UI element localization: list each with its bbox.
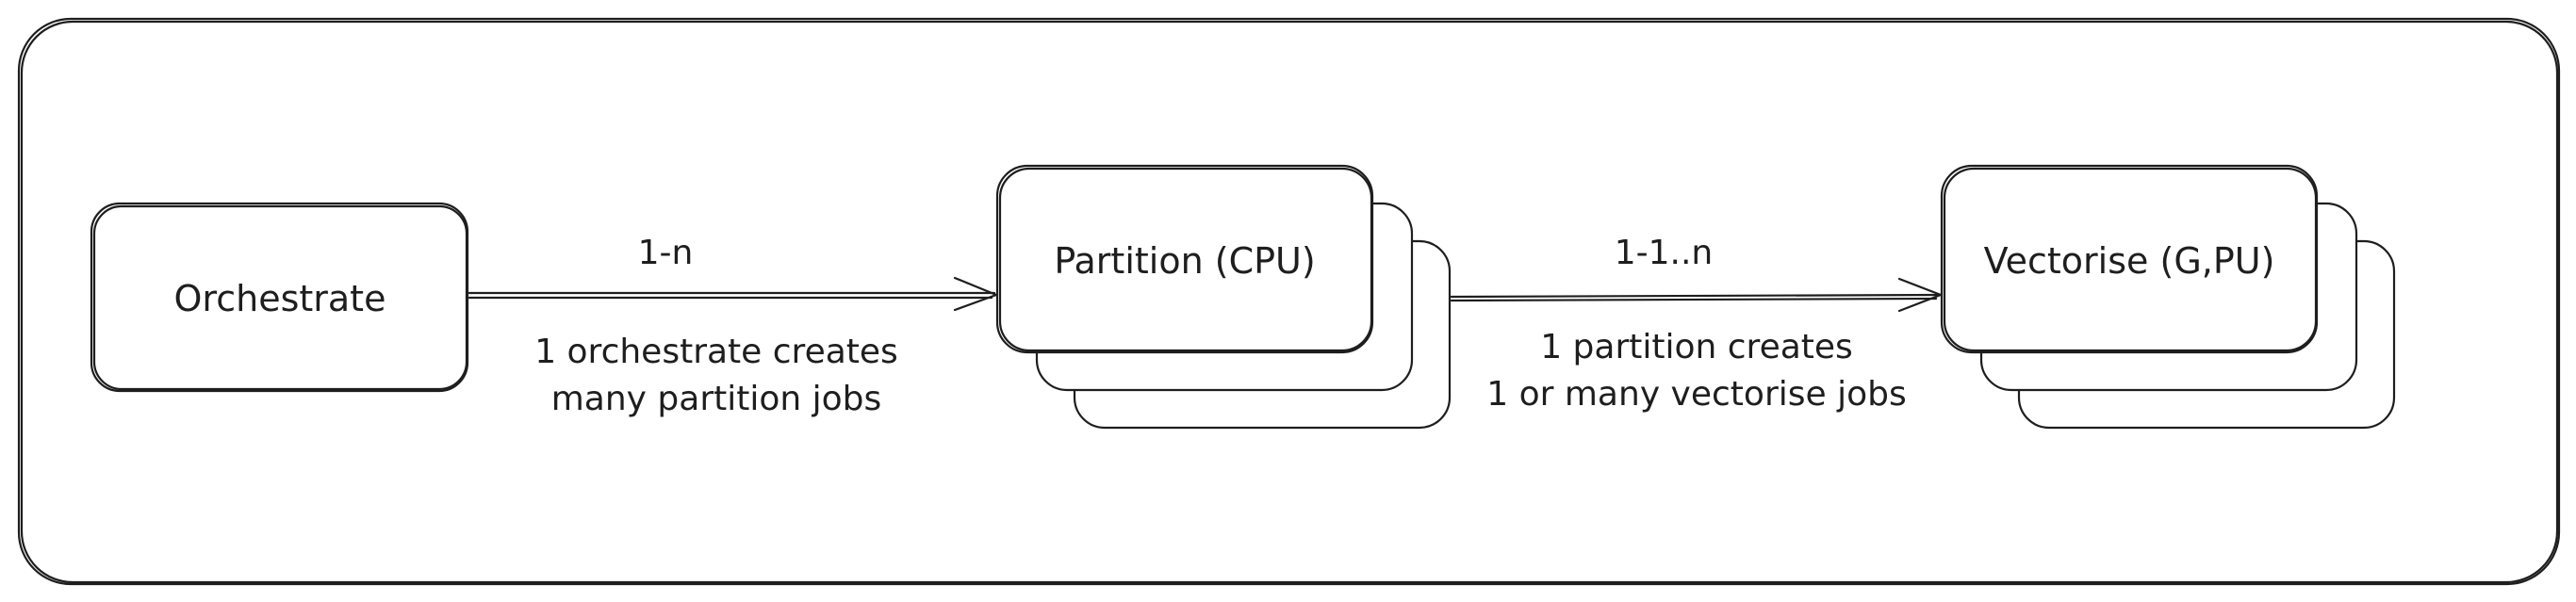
orchestrate-node[interactable]: Orchestrate <box>90 202 469 393</box>
vectorise-node-stack[interactable]: Vectorise (G,PU) <box>1940 164 2396 430</box>
partition-to-vectorise-description-line1: 1 partition creates <box>1540 328 1853 366</box>
partition-to-vectorise-description-line2: 1 or many vectorise jobs <box>1486 375 1906 414</box>
partition-node-stack[interactable]: Partition (CPU) <box>995 164 1452 430</box>
partition-to-vectorise-arrow <box>1450 277 1943 313</box>
orchestrate-to-partition-arrow <box>468 276 998 312</box>
outer-frame <box>17 17 2561 586</box>
vectorise-label: Vectorise (G,PU) <box>1984 240 2275 282</box>
orchestrate-label: Orchestrate <box>174 278 386 319</box>
partition-label: Partition (CPU) <box>1054 240 1315 282</box>
orchestrate-to-partition-description-line2: many partition jobs <box>551 380 882 418</box>
orchestrate-to-partition-description-line1: 1 orchestrate creates <box>534 333 898 371</box>
orchestrate-to-partition-cardinality: 1-n <box>638 234 694 272</box>
partition-to-vectorise-cardinality: 1-1..n <box>1615 234 1714 272</box>
